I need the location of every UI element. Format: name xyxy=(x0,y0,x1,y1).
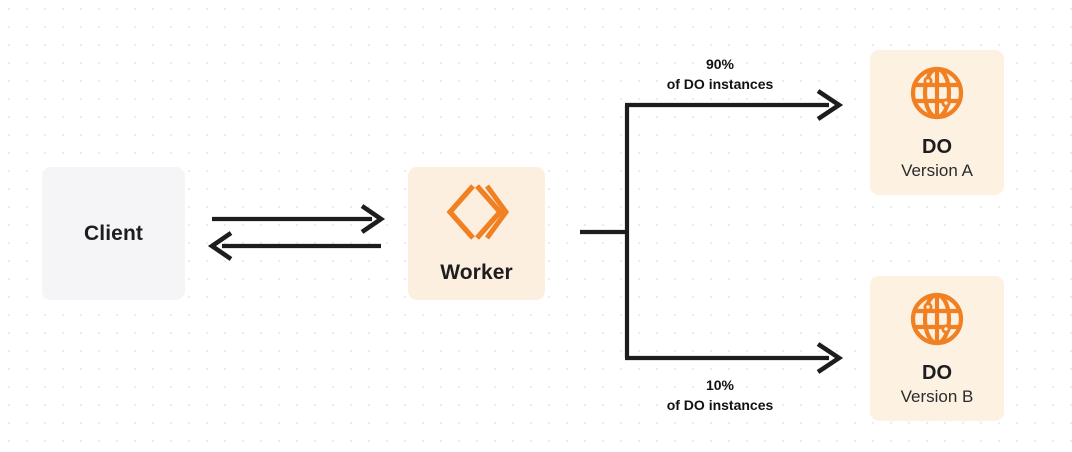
node-do-a-title: DO xyxy=(922,135,952,158)
edge-worker-to-do-a xyxy=(625,89,844,121)
node-do-version-a[interactable]: DO Version A xyxy=(870,50,1004,195)
node-client[interactable]: Client xyxy=(42,167,185,300)
edge-label-do-b-caption: of DO instances xyxy=(666,397,774,414)
edge-label-do-b: 10% of DO instances xyxy=(667,375,774,416)
globe-icon xyxy=(909,65,965,126)
node-do-a-subtitle: Version A xyxy=(901,160,973,180)
node-client-title: Client xyxy=(84,221,143,245)
edge-worker-branch xyxy=(580,105,630,358)
cloudflare-workers-icon xyxy=(444,182,510,247)
edge-label-do-b-percent: 10% xyxy=(705,377,735,393)
node-do-b-title: DO xyxy=(922,361,952,384)
edge-label-do-a-caption: of DO instances xyxy=(666,76,774,93)
edge-label-do-a: 90% of DO instances xyxy=(667,54,774,95)
edge-label-do-a-percent: 90% xyxy=(705,56,735,72)
node-worker-title: Worker xyxy=(440,261,513,284)
edge-client-to-worker xyxy=(212,204,386,234)
node-do-version-b[interactable]: DO Version B xyxy=(870,276,1004,421)
node-worker[interactable]: Worker xyxy=(408,167,545,300)
globe-icon xyxy=(909,291,965,352)
edge-worker-to-do-b xyxy=(625,342,844,374)
edge-worker-to-client xyxy=(207,231,381,261)
node-do-b-subtitle: Version B xyxy=(900,386,974,406)
